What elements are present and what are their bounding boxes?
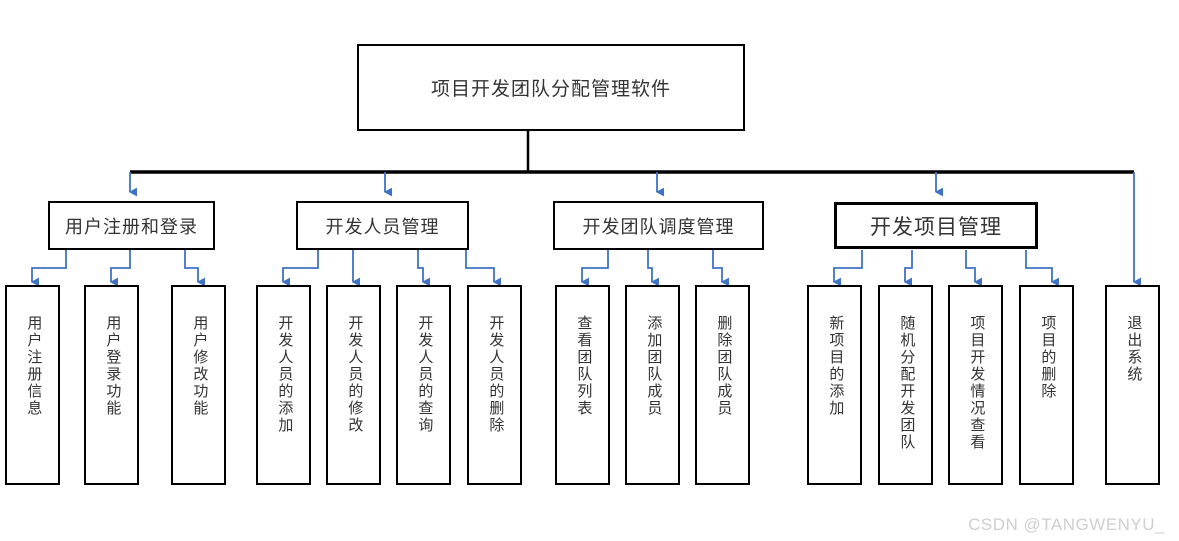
connector-g4-c1 (832, 250, 863, 287)
lvl2-node-user-register-login[interactable]: 用户注册和登录 (48, 201, 215, 250)
root-node-label: 项目开发团队分配管理软件 (430, 79, 671, 100)
leaf-node-user-login-function[interactable]: 用户登录功能 (84, 285, 139, 485)
leaf-node-exit-system[interactable]: 退出系统 (1105, 285, 1160, 485)
leaf-node-random-assign-team[interactable]: 随机分配开发团队 (878, 285, 933, 485)
connector-g3-c3 (712, 250, 730, 287)
leaf-node-label: 开发人员的添加 (276, 315, 293, 434)
lvl2-node-label: 开发团队调度管理 (582, 216, 735, 237)
connector-g1-c2 (109, 250, 131, 287)
leaf-node-label: 用户注册信息 (25, 315, 42, 417)
leaf-node-add-team-member[interactable]: 添加团队成员 (625, 285, 680, 485)
connector-g4-c4 (1025, 250, 1060, 287)
lvl2-node-team-schedule-management[interactable]: 开发团队调度管理 (553, 201, 764, 250)
leaf-node-project-progress-view[interactable]: 项目开发情况查看 (948, 285, 1003, 485)
connector-g4-c2 (903, 250, 913, 287)
leaf-node-developer-delete[interactable]: 开发人员的删除 (467, 285, 522, 485)
root-node[interactable]: 项目开发团队分配管理软件 (357, 44, 745, 131)
connector-g2-c1 (281, 250, 319, 287)
leaf-node-developer-modify[interactable]: 开发人员的修改 (326, 285, 381, 485)
leaf-node-new-project-add[interactable]: 新项目的添加 (807, 285, 862, 485)
connector-g1-c1 (30, 250, 67, 287)
connector-g4-c3 (965, 250, 983, 287)
leaf-node-label: 开发人员的查询 (416, 315, 433, 434)
leaf-node-label: 删除团队成员 (715, 315, 732, 417)
leaf-node-label: 用户修改功能 (191, 315, 208, 417)
leaf-node-label: 查看团队列表 (575, 315, 592, 417)
leaf-node-developer-query[interactable]: 开发人员的查询 (396, 285, 451, 485)
leaf-node-delete-team-member[interactable]: 删除团队成员 (695, 285, 750, 485)
lvl2-node-label: 用户注册和登录 (65, 216, 198, 237)
leaf-node-project-delete[interactable]: 项目的删除 (1019, 285, 1074, 485)
lvl2-node-label: 开发人员管理 (325, 216, 440, 237)
connector-g3-c1 (580, 250, 609, 287)
leaf-node-label: 开发人员的修改 (346, 315, 363, 434)
leaf-node-label: 项目开发情况查看 (968, 315, 985, 451)
leaf-node-label: 随机分配开发团队 (898, 315, 915, 451)
connector-g2-c4 (465, 250, 502, 287)
leaf-node-label: 开发人员的删除 (487, 315, 504, 434)
connector-g1-c3 (184, 250, 206, 287)
leaf-node-label: 项目的删除 (1039, 315, 1056, 400)
leaf-node-label: 退出系统 (1125, 315, 1142, 383)
watermark-text: CSDN @TANGWENYU_ (968, 515, 1165, 534)
leaf-node-view-team-list[interactable]: 查看团队列表 (555, 285, 610, 485)
lvl2-node-project-management[interactable]: 开发项目管理 (834, 202, 1038, 249)
leaf-node-label: 新项目的添加 (827, 315, 844, 417)
leaf-node-developer-add[interactable]: 开发人员的添加 (256, 285, 311, 485)
leaf-node-user-modify-function[interactable]: 用户修改功能 (171, 285, 226, 485)
leaf-node-label: 添加团队成员 (645, 315, 662, 417)
connector-g2-c3 (417, 250, 431, 287)
leaf-node-user-register-info[interactable]: 用户注册信息 (5, 285, 60, 485)
lvl2-node-label: 开发项目管理 (870, 214, 1002, 239)
lvl2-node-developer-management[interactable]: 开发人员管理 (296, 201, 469, 250)
connector-g3-c2 (647, 250, 660, 287)
leaf-node-label: 用户登录功能 (104, 315, 121, 417)
